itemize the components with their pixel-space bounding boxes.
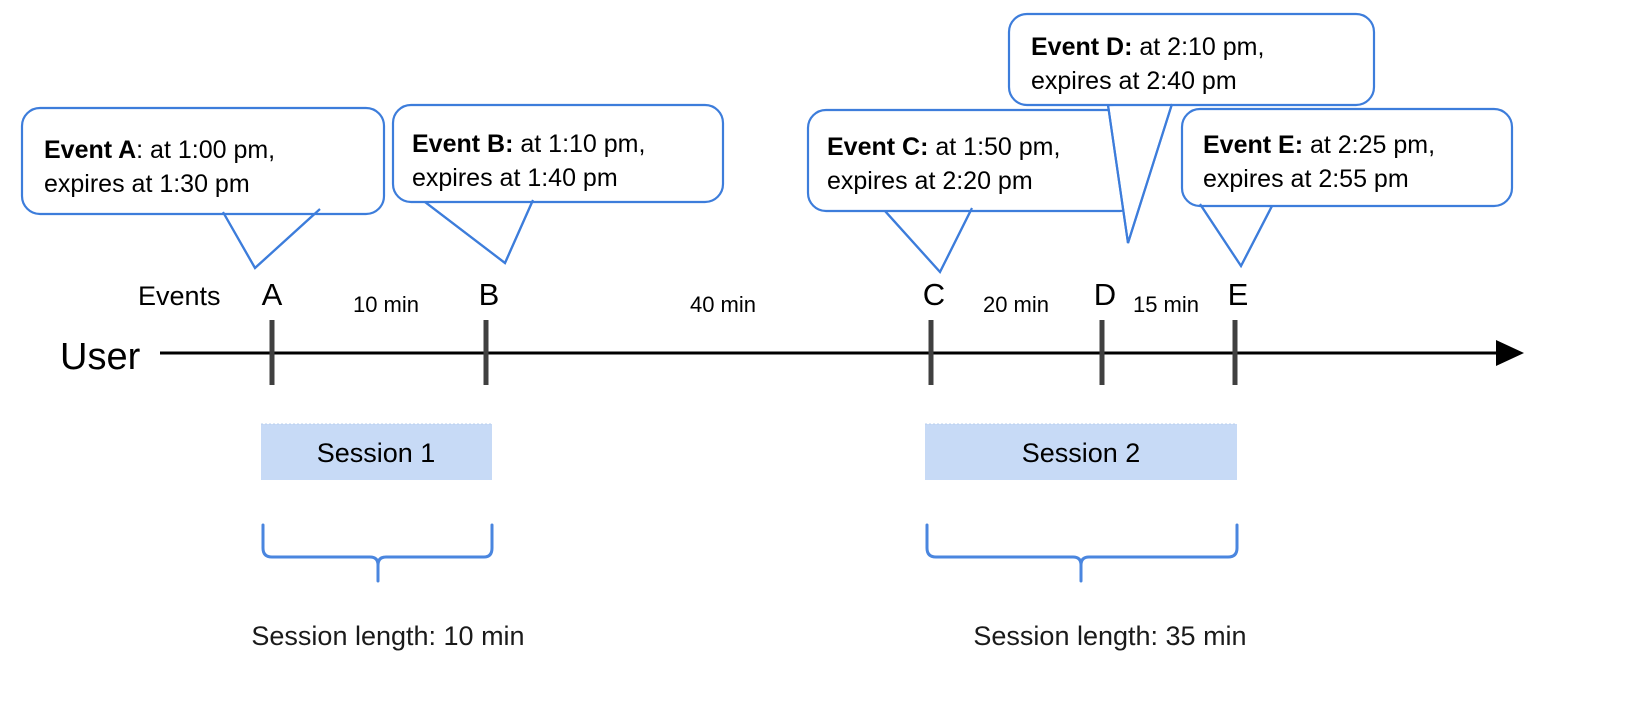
callout-line1-event-c: Event C: at 1:50 pm, [827,133,1060,161]
axis-arrowhead [1496,340,1524,366]
callout-event-a[interactable]: Event A: at 1:00 pm, expires at 1:30 pm [20,106,386,270]
callout-tail-outline-event-c [884,207,973,274]
callout-line1-event-b: Event B: at 1:10 pm, [412,130,645,158]
session-2-group[interactable]: Session 2 Session length: 35 min [925,423,1247,651]
callout-event-e[interactable]: Event E: at 2:25 pm, expires at 2:55 pm [1180,107,1514,269]
callout-line2-event-b: expires at 1:40 pm [412,164,618,192]
event-tick-b[interactable]: B [479,277,500,385]
callout-box-event-a [20,106,386,216]
callout-tail-outline-event-e [1199,203,1273,269]
event-letter-d: D [1094,277,1116,312]
session-2-brace [925,523,1239,583]
session-1-brace [261,523,494,583]
event-letter-a: A [262,277,283,312]
callout-line2-event-c: expires at 2:20 pm [827,167,1033,195]
callout-line2-event-e: expires at 2:55 pm [1203,165,1409,193]
user-row-label: User [60,336,141,378]
session-2-length-label: Session length: 35 min [973,621,1246,651]
callout-tail-event-b [421,198,535,265]
gap-label-a-b: 10 min [353,292,419,317]
gap-label-c-d: 20 min [983,292,1049,317]
callout-event-d[interactable]: Event D: at 2:10 pm, expires at 2:40 pm [1007,12,1376,244]
session-1-length-label: Session length: 10 min [251,621,524,651]
callout-tail-outline-event-a [222,208,321,270]
session-1-label: Session 1 [317,438,436,468]
callout-event-b[interactable]: Event B: at 1:10 pm, expires at 1:40 pm [391,103,725,265]
session-2-box [925,424,1237,480]
timeline-axis [160,340,1524,366]
callout-box-event-d [1007,12,1376,107]
event-tick-e[interactable]: E [1228,277,1249,385]
event-letter-b: B [479,277,500,312]
callout-tail-event-c [882,206,974,274]
callout-line2-event-a: expires at 1:30 pm [44,170,250,198]
events-row-label: Events [138,281,221,311]
callout-event-c[interactable]: Event C: at 1:50 pm, expires at 2:20 pm [806,108,1140,274]
session-1-group[interactable]: Session 1 Session length: 10 min [251,423,525,651]
event-tick-d[interactable]: D [1094,277,1116,385]
callout-line2-event-d: expires at 2:40 pm [1031,67,1237,95]
event-letter-c: C [923,277,945,312]
callout-line1-event-a: Event A: at 1:00 pm, [44,136,275,164]
callout-box-event-b [391,103,725,204]
event-tick-c[interactable]: C [923,277,945,385]
callout-line1-event-d: Event D: at 2:10 pm, [1031,33,1264,61]
gap-label-b-c: 40 min [690,292,756,317]
callout-line1-event-e: Event E: at 2:25 pm, [1203,131,1435,159]
callout-tail-outline-event-d [1106,103,1174,244]
event-letter-e: E [1228,277,1249,312]
callout-box-event-e [1180,107,1514,208]
callout-tail-outline-event-b [424,199,535,265]
gap-label-d-e: 15 min [1133,292,1199,317]
event-tick-a[interactable]: A [262,277,283,385]
session-1-box [261,424,492,480]
session-2-label: Session 2 [1022,438,1141,468]
